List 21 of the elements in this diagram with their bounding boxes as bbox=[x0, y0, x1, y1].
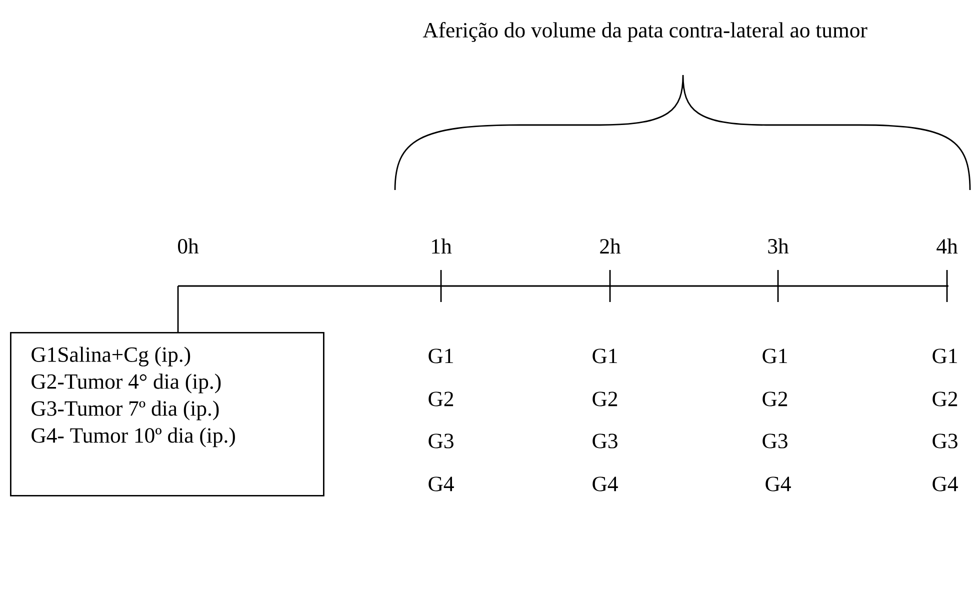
group-label: G1 bbox=[592, 348, 617, 364]
timeline bbox=[178, 270, 948, 302]
group-label: G3 bbox=[932, 434, 958, 448]
connector-line bbox=[177, 286, 179, 332]
group-label: G1 bbox=[932, 348, 957, 364]
legend-box: G1Salina+Cg (ip.) G2-Tumor 4° dia (ip.) G3-Tumor 7º dia (ip.) G4- Tumor 10º dia (ip.) bbox=[10, 332, 324, 496]
group-label: G4 bbox=[766, 476, 791, 492]
group-label: G3 bbox=[428, 434, 454, 448]
group-label: G2 bbox=[428, 392, 454, 406]
group-label: G2 bbox=[762, 392, 788, 406]
group-label: G1 bbox=[762, 348, 787, 364]
group-label: G2 bbox=[932, 392, 958, 406]
group-label: G4 bbox=[932, 476, 958, 492]
group-label: G4 bbox=[428, 476, 454, 492]
time-label: 4h bbox=[936, 238, 958, 254]
group-label: G3 bbox=[592, 434, 618, 448]
heading: Aferição do volume da pata contra-lateral ao tumor bbox=[422, 22, 868, 42]
group-label: G2 bbox=[592, 392, 618, 406]
group-label: G4 bbox=[592, 476, 618, 492]
group-label: G3 bbox=[762, 434, 788, 448]
group-label: G1 bbox=[428, 348, 453, 364]
